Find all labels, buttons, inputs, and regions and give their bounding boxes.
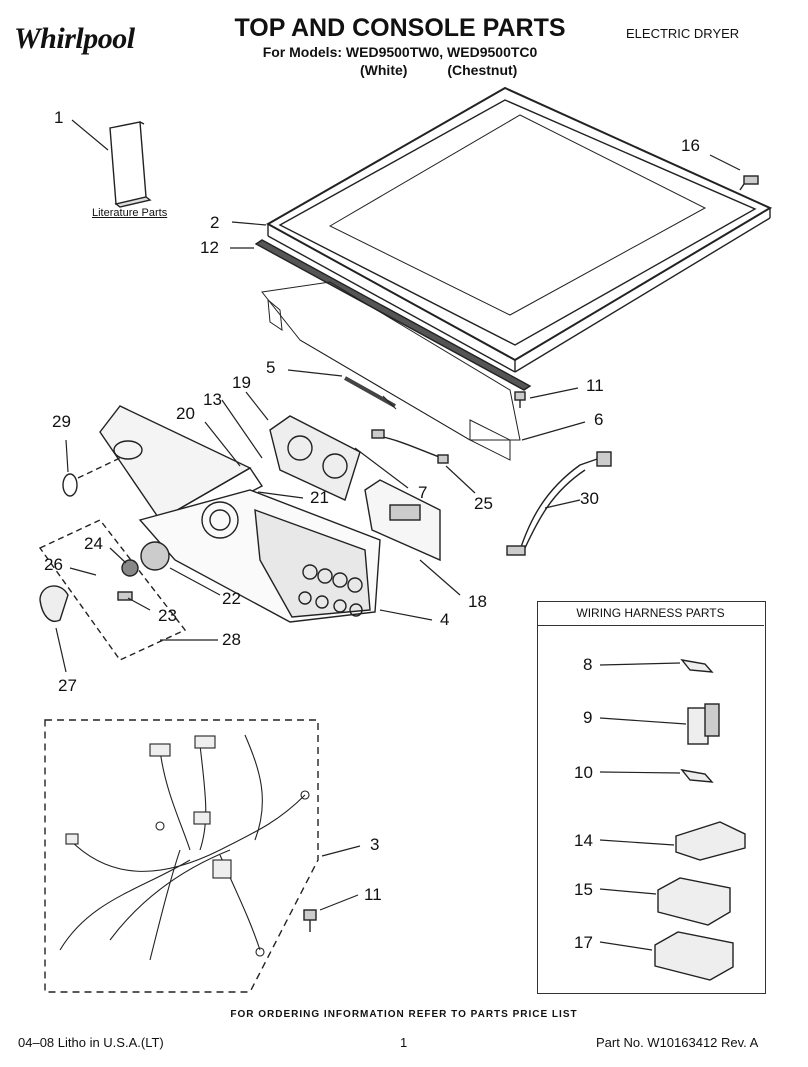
callout-28: 28 [222,630,241,649]
callout-19: 19 [232,373,251,392]
harness-connector-9-drawing [687,703,720,745]
callout-24: 24 [84,534,103,553]
literature-booklet-drawing [109,121,152,208]
screw-16-drawing [739,175,759,191]
control-board-drawing [364,479,441,562]
variant-chestnut: (Chestnut) [447,62,518,78]
litho-note: 04–08 Litho in U.S.A.(LT) [18,1035,164,1050]
harness-item-10: 10 [574,763,593,782]
dryer-top-panel-drawing [265,86,773,373]
models-line: For Models: WED9500TW0, WED9500TC0 [262,44,538,60]
main-harness-box [44,719,319,993]
knob-group-box [38,519,187,661]
callout-23: 23 [158,606,177,625]
callout-13: 13 [203,390,222,409]
callout-6: 6 [594,410,604,429]
harness-30-drawing [506,451,612,556]
callout-11-top: 11 [586,376,604,395]
harness-item-9: 9 [583,708,593,727]
wiring-harness-panel [537,601,766,994]
knob-parts-drawing [39,541,170,622]
harness-item-8: 8 [583,655,593,674]
callout-18: 18 [468,592,487,611]
callout-4: 4 [440,610,450,629]
page-number: 1 [400,1035,408,1050]
gasket-strip-drawing [254,239,532,391]
callout-3: 3 [370,835,380,854]
callout-2: 2 [210,213,220,232]
callout-29: 29 [52,412,71,431]
callout-7: 7 [418,483,428,502]
literature-parts-label: Literature Parts [92,207,168,219]
main-harness-drawing [59,734,310,961]
callout-27: 27 [58,676,77,695]
callout-30: 30 [580,489,599,508]
callout-20: 20 [176,404,195,423]
model-variants: (White) (Chestnut) [360,62,553,78]
part-number: Part No. W10163412 Rev. A [596,1035,759,1050]
page-title: TOP AND CONSOLE PARTS [234,14,566,42]
whirlpool-logo: Whirlpool [14,22,135,55]
wiring-harness-title: WIRING HARNESS PARTS [537,601,764,626]
ui-board-drawing [269,415,361,501]
grommet-drawing [62,473,78,497]
appliance-type: ELECTRIC DRYER [626,26,740,41]
callout-5: 5 [266,358,276,377]
harness-housing-17-drawing [654,931,734,981]
harness-terminal-10-drawing [680,768,714,783]
callout-25: 25 [474,494,493,513]
leader-lines [55,119,741,951]
harness-25-drawing [371,429,449,464]
harness-item-17: 17 [574,933,593,952]
callout-21: 21 [310,488,329,507]
callout-11-bottom: 11 [364,885,382,904]
variant-white: (White) [360,62,408,78]
callout-12: 12 [200,238,219,257]
harness-housing-15-drawing [657,877,731,926]
harness-item-14: 14 [574,831,593,850]
callout-1: 1 [54,108,64,127]
callout-22: 22 [222,589,241,608]
callout-16: 16 [681,136,700,155]
wire-tie-drawing [344,376,397,410]
callout-26: 26 [44,555,63,574]
harness-item-15: 15 [574,880,593,899]
top-bracket-drawing [261,281,521,461]
screw-11-top-drawing [514,391,526,408]
ordering-note: FOR ORDERING INFORMATION REFER TO PARTS … [230,1009,578,1020]
harness-terminal-8-drawing [680,658,714,673]
console-front-panel-drawing [138,489,381,623]
harness-connector-14-drawing [675,821,746,861]
screw-11-bottom-drawing [303,909,317,932]
